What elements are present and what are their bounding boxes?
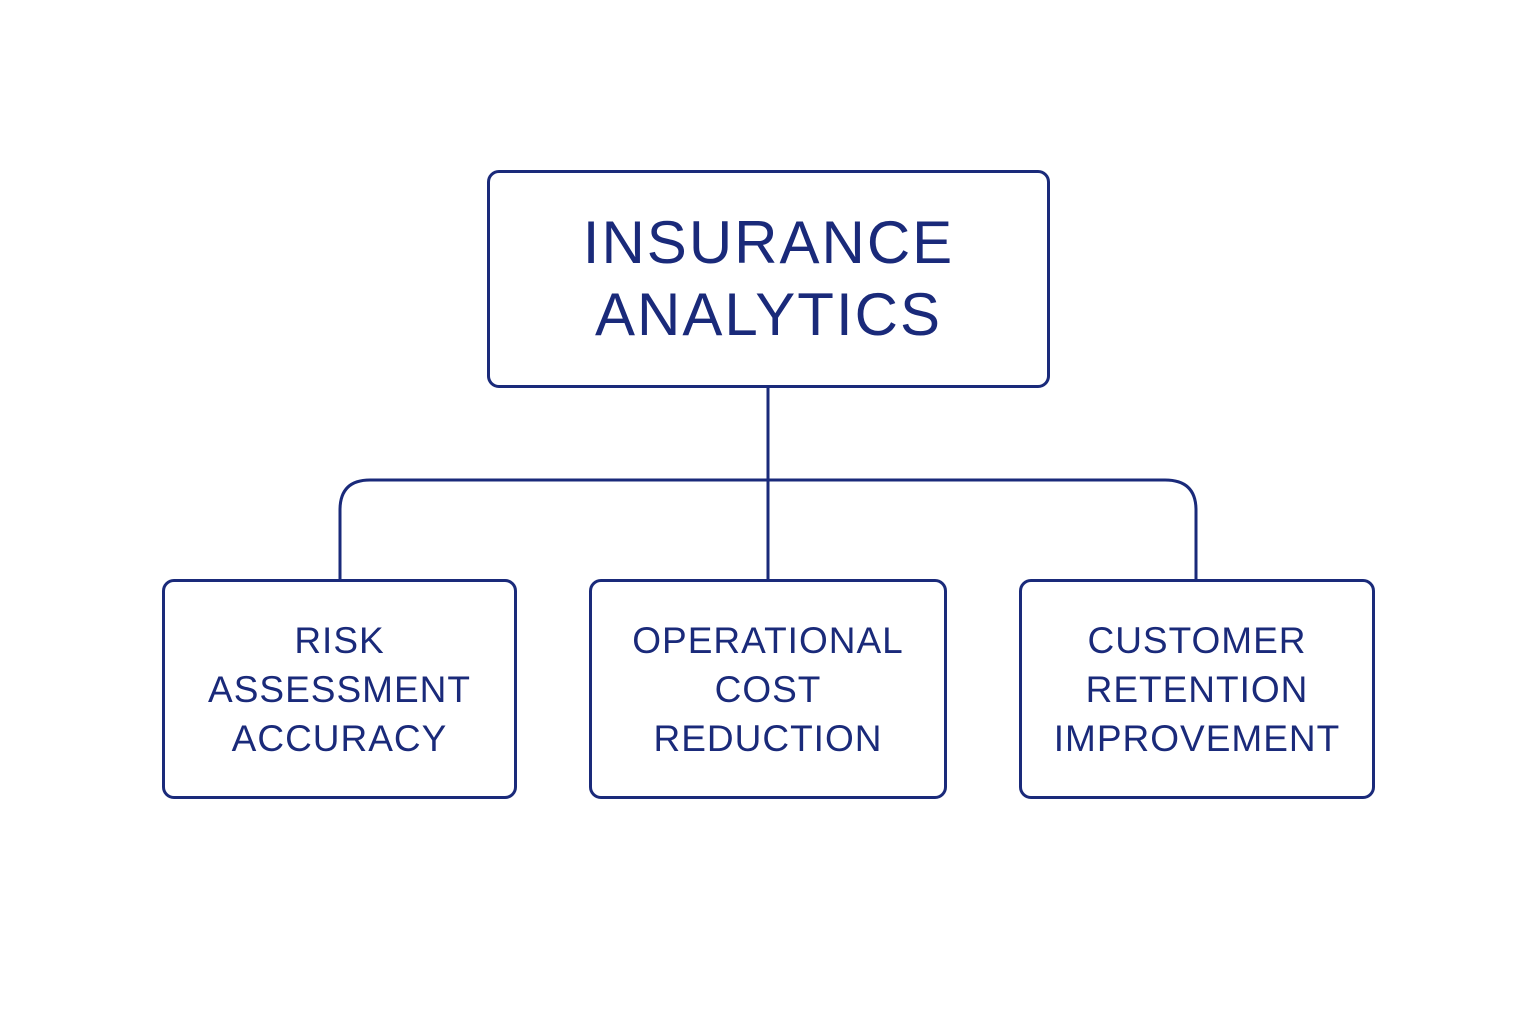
- child-label-line: ACCURACY: [231, 717, 448, 759]
- child-node-label: CUSTOMER RETENTION IMPROVEMENT: [1054, 616, 1340, 763]
- child-label-line: REDUCTION: [653, 717, 883, 759]
- root-label-line: ANALYTICS: [595, 281, 942, 348]
- child-node-label: OPERATIONAL COST REDUCTION: [632, 616, 903, 763]
- child-node-operational-cost-reduction: OPERATIONAL COST REDUCTION: [589, 579, 947, 799]
- child-label-line: CUSTOMER: [1087, 619, 1307, 661]
- child-label-line: ASSESSMENT: [208, 668, 471, 710]
- child-label-line: OPERATIONAL: [632, 619, 904, 661]
- child-node-customer-retention-improvement: CUSTOMER RETENTION IMPROVEMENT: [1019, 579, 1375, 799]
- root-node-insurance-analytics: INSURANCE ANALYTICS: [487, 170, 1050, 388]
- root-node-label: INSURANCE ANALYTICS: [583, 207, 954, 351]
- child-node-label: RISK ASSESSMENT ACCURACY: [208, 616, 471, 763]
- root-label-line: INSURANCE: [582, 209, 955, 276]
- child-label-line: RETENTION: [1085, 668, 1309, 710]
- connector-right-branch: [1164, 478, 1198, 579]
- child-label-line: IMPROVEMENT: [1053, 717, 1341, 759]
- connector-left-branch: [338, 478, 371, 579]
- child-node-risk-assessment-accuracy: RISK ASSESSMENT ACCURACY: [162, 579, 517, 799]
- child-label-line: COST: [714, 668, 822, 710]
- child-label-line: RISK: [294, 619, 385, 661]
